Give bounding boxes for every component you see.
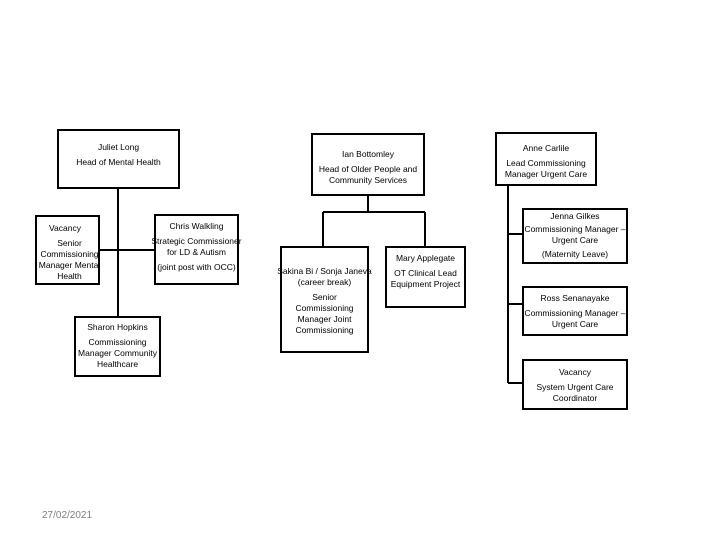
jenna-gilkes-note: (Maternity Leave) <box>541 249 609 259</box>
mary-applegate-box: Mary Applegate OT Clinical Lead Equipmen… <box>385 246 466 308</box>
chris-walkling-name: Chris Walkling <box>169 221 224 231</box>
anne-carlile-name: Anne Carlile <box>522 143 570 153</box>
chris-walkling-note: (joint post with OCC) <box>157 262 236 272</box>
anne-carlile-box: Anne Carlile Lead Commissioning Manager … <box>495 132 597 186</box>
sakina-sonja-box: Sakina Bi / Sonja Janeva (career break) … <box>277 246 372 353</box>
chris-walkling-role: Strategic Commissioner for LD & Autism <box>151 236 242 257</box>
jenna-gilkes-name: Jenna Gilkes <box>550 211 600 221</box>
juliet-long-box: Juliet Long Head of Mental Health <box>57 129 180 189</box>
mh-vacancy-box: Vacancy Senior Commissioning Manager Men… <box>35 215 100 285</box>
sharon-hopkins-role: Commissioning Manager Community Healthca… <box>78 337 157 369</box>
jenna-gilkes-role: Commissioning Manager – Urgent Care <box>524 224 626 245</box>
anne-carlile-role: Lead Commissioning Manager Urgent Care <box>504 158 588 179</box>
ian-bottomley-role: Head of Older People and Community Servi… <box>318 164 418 185</box>
juliet-long-role: Head of Mental Health <box>76 157 161 167</box>
ian-bottomley-box: Ian Bottomley Head of Older People and C… <box>311 133 425 196</box>
mary-applegate-role: OT Clinical Lead Equipment Project <box>390 268 461 289</box>
system-vacancy-box: Vacancy System Urgent Care Coordinator <box>522 359 628 410</box>
mary-applegate-name: Mary Applegate <box>395 253 456 263</box>
footer-date: 27/02/2021 <box>42 510 93 521</box>
sharon-hopkins-box: Sharon Hopkins Commissioning Manager Com… <box>74 316 161 377</box>
ross-senanayake-box: Ross Senanayake Commissioning Manager – … <box>522 286 628 336</box>
sharon-hopkins-name: Sharon Hopkins <box>87 322 148 332</box>
mh-vacancy-name: Vacancy <box>49 223 81 233</box>
sakina-sonja-name: Sakina Bi / Sonja Janeva (career break) <box>277 266 372 287</box>
system-vacancy-name: Vacancy <box>559 367 591 377</box>
chris-walkling-box: Chris Walkling Strategic Commissioner fo… <box>151 214 242 285</box>
mh-vacancy-role: Senior Commissioning Manager Mental Heal… <box>38 238 101 281</box>
sakina-sonja-role: Senior Commissioning Manager Joint Commi… <box>295 292 354 335</box>
ross-senanayake-name: Ross Senanayake <box>540 293 610 303</box>
jenna-gilkes-box: Jenna Gilkes Commissioning Manager – Urg… <box>522 208 628 264</box>
system-vacancy-role: System Urgent Care Coordinator <box>536 382 614 403</box>
ross-senanayake-role: Commissioning Manager – Urgent Care <box>524 308 626 329</box>
juliet-long-name: Juliet Long <box>97 142 140 152</box>
ian-bottomley-name: Ian Bottomley <box>342 149 394 159</box>
